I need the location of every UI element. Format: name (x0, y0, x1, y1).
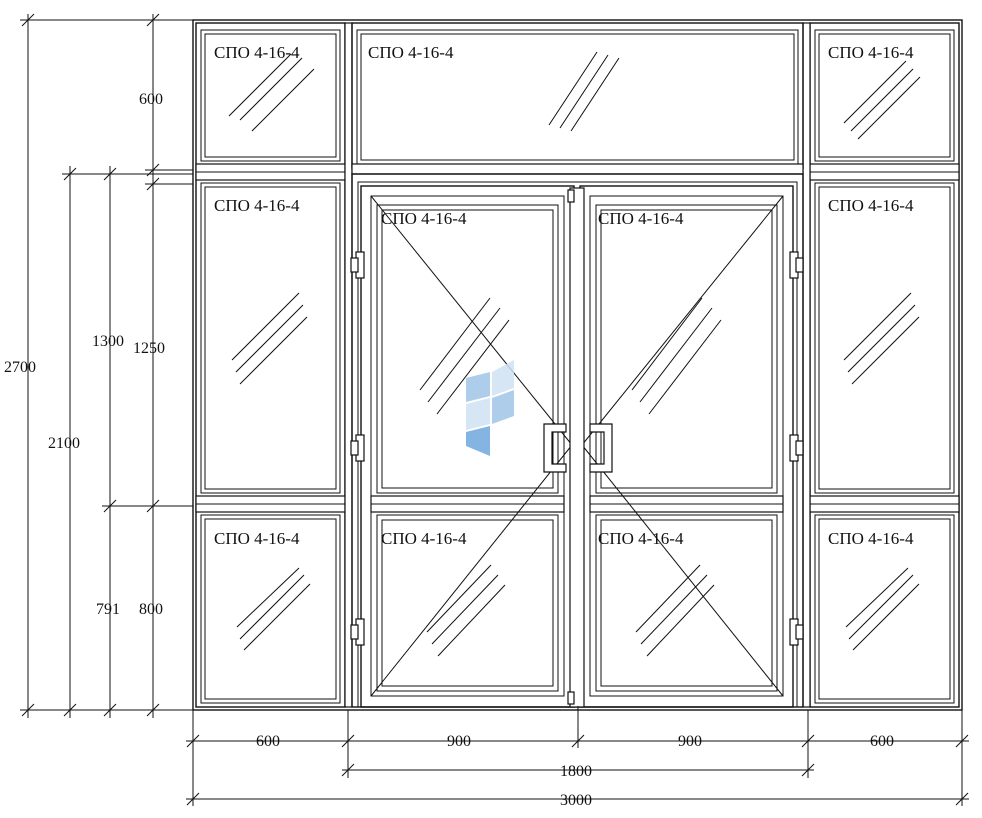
dim-door-height: 2100 (48, 435, 80, 452)
door-handle-right[interactable] (589, 423, 613, 473)
dim-door-upper-panel: 1300 (92, 333, 124, 350)
dim-left-section: 600 (256, 733, 280, 750)
pane-labels: СПО 4-16-4 СПО 4-16-4 СПО 4-16-4 СПО 4-1… (214, 43, 914, 548)
watermark-logo (466, 360, 514, 456)
door-handle-left[interactable] (543, 423, 567, 473)
dimension-labels: 2700 2100 1300 1250 791 800 600 600 900 … (4, 91, 894, 809)
dim-total-height: 2700 (4, 359, 36, 376)
pane-label-door-right-upper: СПО 4-16-4 (598, 209, 684, 228)
pane-label-door-right-lower: СПО 4-16-4 (598, 529, 684, 548)
dim-right-leaf: 900 (678, 733, 702, 750)
dim-side-lower-panel: 800 (139, 601, 163, 618)
astragal (567, 187, 585, 708)
pane-label-bottom-right: СПО 4-16-4 (828, 529, 914, 548)
door-leaf-right[interactable] (579, 185, 794, 708)
pane-label-mid-right: СПО 4-16-4 (828, 196, 914, 215)
hinges-right (789, 251, 804, 646)
pane-label-top-right: СПО 4-16-4 (828, 43, 914, 62)
dim-top-panel: 600 (139, 91, 163, 108)
pane-label-mid-left: СПО 4-16-4 (214, 196, 300, 215)
dim-side-middle-panel: 1250 (133, 340, 165, 357)
door-leaf-left[interactable] (360, 185, 575, 708)
dim-total-width: 3000 (560, 792, 592, 809)
dim-door-width: 1800 (560, 763, 592, 780)
pane-label-transom: СПО 4-16-4 (368, 43, 454, 62)
glass-hatch-marks (228, 51, 921, 657)
dim-left-leaf: 900 (447, 733, 471, 750)
dim-door-lower-panel: 791 (96, 601, 120, 618)
pane-label-door-left-upper: СПО 4-16-4 (381, 209, 467, 228)
vertical-dimension-lines (20, 13, 193, 718)
pane-label-door-left-lower: СПО 4-16-4 (381, 529, 467, 548)
left-column (195, 22, 346, 708)
dim-right-section: 600 (870, 733, 894, 750)
pane-label-top-left: СПО 4-16-4 (214, 43, 300, 62)
pane-label-bottom-left: СПО 4-16-4 (214, 529, 300, 548)
horizontal-dimension-lines (186, 706, 969, 806)
right-column (809, 22, 960, 708)
hinges-left (350, 251, 365, 646)
